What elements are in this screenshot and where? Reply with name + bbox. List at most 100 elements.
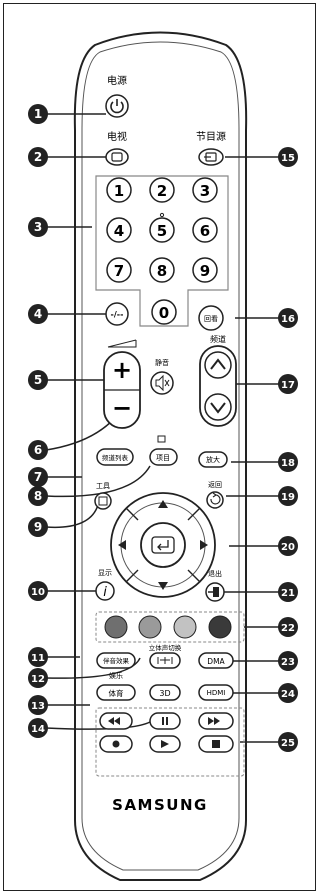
channel-list-button[interactable]: 频道列表	[97, 449, 133, 465]
digit-button-2[interactable]: 2	[150, 178, 174, 202]
record-button[interactable]	[100, 736, 132, 752]
return-label: 返回	[208, 481, 222, 489]
svg-text:DMA: DMA	[207, 657, 225, 666]
stop-button[interactable]	[199, 736, 233, 752]
red-button[interactable]	[105, 616, 127, 638]
callout-16: 16	[281, 314, 295, 325]
mute-label: 静音	[155, 358, 169, 367]
callout-7: 7	[34, 470, 42, 484]
callout-3: 3	[34, 220, 42, 234]
callout-10: 10	[31, 587, 45, 598]
svg-text:3: 3	[200, 182, 210, 200]
svg-text:1: 1	[114, 182, 124, 200]
enter-button[interactable]	[141, 523, 185, 567]
svg-text:5: 5	[157, 222, 167, 240]
callout-5: 5	[34, 373, 42, 387]
digit-button-3[interactable]: 3	[193, 178, 217, 202]
callout-11: 11	[31, 653, 45, 664]
digit-button-6[interactable]: 6	[193, 218, 217, 242]
navigation-pad	[111, 493, 215, 597]
3d-button[interactable]: 3D	[150, 685, 180, 700]
svg-text:伴音效果: 伴音效果	[103, 656, 130, 665]
callout-6: 6	[34, 443, 42, 457]
digit-button-7[interactable]: 7	[107, 258, 131, 282]
svg-text:3D: 3D	[159, 689, 170, 698]
svg-text:放大: 放大	[206, 455, 220, 464]
dual-button[interactable]	[150, 653, 180, 668]
tools-label: 工具	[96, 482, 110, 490]
entertain-label: 娱乐	[109, 671, 123, 680]
dma-button[interactable]: DMA	[199, 653, 233, 668]
digit-button-4[interactable]: 4	[107, 218, 131, 242]
digit-button-9[interactable]: 9	[193, 258, 217, 282]
callout-21: 21	[281, 588, 295, 599]
zoom-button[interactable]: 放大	[199, 452, 227, 467]
callout-4: 4	[34, 307, 42, 321]
callout-8: 8	[34, 489, 42, 503]
svg-text:-/--: -/--	[111, 310, 124, 319]
dual-label: 立体声切换	[149, 643, 182, 652]
mute-button[interactable]	[151, 372, 173, 394]
digit-button-0[interactable]: 0	[152, 300, 176, 324]
pause-button[interactable]	[150, 713, 180, 729]
callout-19: 19	[281, 492, 295, 503]
callout-2: 2	[34, 150, 42, 164]
callout-17: 17	[281, 380, 295, 391]
volume-down-label: −	[112, 394, 132, 422]
tv-label: 电视	[107, 130, 127, 143]
callout-24: 24	[281, 689, 295, 700]
channel-up-button[interactable]	[205, 352, 231, 378]
svg-text:2: 2	[157, 182, 167, 200]
source-label: 节目源	[196, 130, 226, 143]
tools-button[interactable]	[95, 493, 111, 509]
svg-text:0: 0	[159, 304, 169, 322]
blue-button[interactable]	[209, 616, 231, 638]
callout-25: 25	[281, 738, 295, 749]
volume-up-label: +	[112, 356, 132, 384]
callout-22: 22	[281, 623, 295, 634]
svg-text:6: 6	[200, 222, 210, 240]
prev-channel-button[interactable]: 回看	[199, 306, 223, 330]
channel-label: 频道	[210, 334, 226, 344]
callout-20: 20	[281, 542, 295, 553]
tv-button[interactable]	[106, 149, 128, 165]
svg-text:9: 9	[200, 262, 210, 280]
power-label: 电源	[107, 74, 127, 87]
channel-down-button[interactable]	[205, 394, 231, 420]
exit-label: 退出	[208, 569, 222, 578]
svg-text:8: 8	[157, 262, 167, 280]
callout-badges: 1 2 3 4 5 6 7 8 9 10 11 12 13 14	[28, 104, 48, 738]
info-label: 显示	[98, 569, 112, 577]
callout-12: 12	[31, 674, 45, 685]
svg-text:频道列表: 频道列表	[102, 453, 129, 462]
svg-text:4: 4	[114, 222, 124, 240]
callout-14: 14	[31, 724, 45, 735]
callout-15: 15	[281, 153, 295, 164]
hdmi-button[interactable]: HDMI	[199, 685, 233, 700]
svg-text:7: 7	[114, 262, 124, 280]
rewind-button[interactable]	[100, 713, 132, 729]
dash-button[interactable]: -/--	[106, 303, 128, 325]
callout-badges-right: 15 16 17 18 19 20 21 22 23 24 25	[278, 147, 298, 752]
brand-logo: SAMSUNG	[112, 796, 208, 814]
svg-text:项目: 项目	[156, 454, 170, 462]
pic-sound-button[interactable]: 伴音效果	[97, 653, 135, 668]
svg-text:回看: 回看	[204, 315, 218, 323]
sports-button[interactable]: 体育	[97, 685, 135, 700]
digit-button-8[interactable]: 8	[150, 258, 174, 282]
yellow-button[interactable]	[174, 616, 196, 638]
green-button[interactable]	[139, 616, 161, 638]
callout-18: 18	[281, 458, 295, 469]
play-button[interactable]	[150, 736, 180, 752]
callout-23: 23	[281, 657, 295, 668]
digit-button-1[interactable]: 1	[107, 178, 131, 202]
callout-1: 1	[34, 107, 42, 121]
svg-text:体育: 体育	[109, 688, 124, 698]
callout-13: 13	[31, 701, 45, 712]
callout-9: 9	[34, 520, 42, 534]
svg-text:HDMI: HDMI	[207, 689, 226, 697]
info-icon: i	[103, 585, 107, 600]
menu-button[interactable]: 项目	[150, 449, 177, 465]
fast-forward-button[interactable]	[199, 713, 233, 729]
